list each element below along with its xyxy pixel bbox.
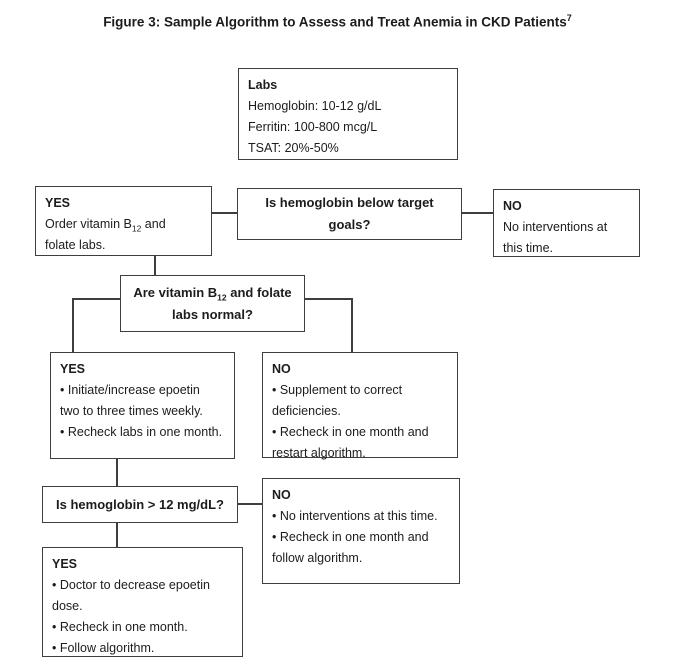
follow-line3: follow algorithm. [272,551,363,565]
connector-hgb-question-to-no [462,212,493,214]
connector-b12-question-to-no-supplement [351,298,353,352]
decision-hgb-below-line2: goals? [328,217,371,232]
no-follow-box: NO • No interventions at this time. • Re… [262,478,460,584]
no-interventions-line2: this time. [503,241,554,255]
b12-subscript: 12 [217,292,227,303]
decision-hgb-over-12: Is hemoglobin > 12 mg/dL? [42,486,238,523]
follow-line2: • Recheck in one month and [272,530,429,544]
epoetin-line2: two to three times weekly. [60,404,203,418]
epoetin-line3: • Recheck labs in one month. [60,425,223,439]
supplement-line2: deficiencies. [272,404,341,418]
decision-b12-folate-normal: Are vitamin B12 and folate labs normal? [120,275,305,332]
order-labs-line2: folate labs. [45,238,106,252]
no-supplement-box: NO • Supplement to correct deficiencies.… [262,352,458,460]
decision-b12-line2: labs normal? [172,306,253,322]
decrease-line3: • Recheck in one month. [52,620,188,634]
labs-hemoglobin-range: Hemoglobin: 10-12 g/dL [248,99,382,113]
no-interventions-box: NO No interventions at this time. [493,189,640,257]
no-label: NO [272,488,291,502]
decrease-line4: • Follow algorithm. [52,641,155,655]
labs-reference-box: Labs Hemoglobin: 10-12 g/dL Ferritin: 10… [238,68,458,160]
decrease-line2: dose. [52,599,83,613]
labs-heading: Labs [248,78,278,92]
yes-decrease-dose-box: YES • Doctor to decrease epoetin dose. •… [42,547,243,657]
yes-label: YES [60,362,86,376]
connector-hgb12-question-to-no-follow [238,503,262,505]
supplement-line1: • Supplement to correct [272,383,403,397]
follow-line1: • No interventions at this time. [272,509,438,523]
labs-tsat-range: TSAT: 20%-50% [248,141,339,155]
decision-hgb12-line1: Is hemoglobin > 12 mg/dL? [56,496,224,512]
connector-b12-question-right-stub [305,298,353,300]
labs-ferritin-range: Ferritin: 100-800 mcg/L [248,120,378,134]
decision-b12-line1-post: and folate [226,284,292,300]
yes-epoetin-box: YES • Initiate/increase epoetin two to t… [50,352,235,459]
connector-b12-question-left-stub [72,298,120,300]
figure-title: Figure 3: Sample Algorithm to Assess and… [0,13,675,30]
decision-b12-line1-pre: Are vitamin B [133,284,218,300]
connector-b12-question-to-yes-epoetin [72,298,74,352]
yes-label: YES [52,557,78,571]
connector-yes-epoetin-to-hgb12-question [116,459,118,486]
figure-title-text: Figure 3: Sample Algorithm to Assess and… [103,14,567,30]
b12-subscript: 12 [131,223,142,234]
connector-hgb12-question-to-yes-decrease [116,523,118,547]
no-label: NO [503,199,522,213]
no-label: NO [272,362,291,376]
order-labs-line1-post: and [141,217,166,231]
yes-label: YES [45,196,71,210]
connector-yes-to-b12-question [154,256,156,275]
no-interventions-line1: No interventions at [503,220,608,234]
decision-b12-line1: Are vitamin B12 and folate [133,282,291,304]
order-labs-line1-pre: Order vitamin B [45,217,132,231]
epoetin-line1: • Initiate/increase epoetin [60,383,200,397]
supplement-line4: restart algorithm. [272,446,366,460]
order-labs-line1: Order vitamin B12 and [45,214,202,235]
figure-title-superscript: 7 [566,13,572,23]
decrease-line1: • Doctor to decrease epoetin [52,578,210,592]
connector-yes-to-hgb-question [212,212,237,214]
decision-hgb-below-line1: Is hemoglobin below target [265,195,434,210]
decision-hgb-below-target: Is hemoglobin below target goals? [237,188,462,240]
yes-order-labs-box: YES Order vitamin B12 and folate labs. [35,186,212,256]
supplement-line3: • Recheck in one month and [272,425,429,439]
